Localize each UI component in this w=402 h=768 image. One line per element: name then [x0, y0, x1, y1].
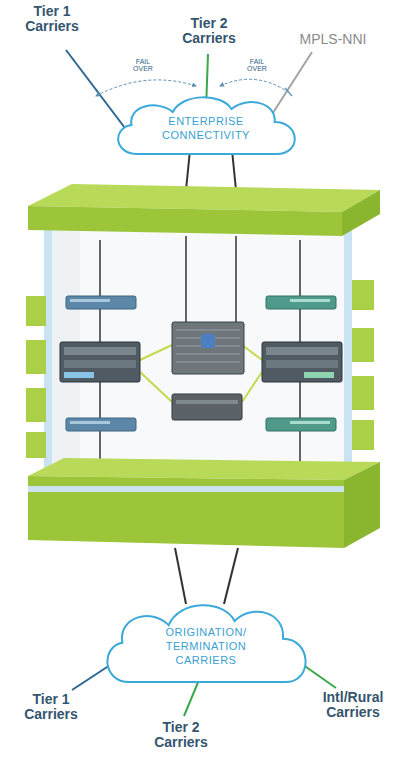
- cube-bottom-side: [344, 462, 380, 548]
- cloud-label: ORIGINATION/ TERMINATION CARRIERS: [147, 626, 265, 667]
- link-wire: [140, 372, 172, 402]
- switch: [266, 296, 336, 309]
- cloud-path: [107, 605, 305, 682]
- uplink-wire: [232, 150, 236, 190]
- cube-tabs: [26, 280, 374, 458]
- router-ports: [266, 347, 338, 355]
- carrier-label: Intl/Rural Carriers: [310, 690, 396, 721]
- cube-tab: [26, 388, 46, 422]
- rack-wire: [185, 236, 187, 330]
- router-ports: [266, 360, 338, 368]
- carrier-label: Tier 1 Carriers: [10, 692, 92, 723]
- router-ports: [64, 347, 136, 355]
- switch: [66, 418, 136, 431]
- cube-tab: [26, 296, 46, 326]
- cloud-path: [118, 97, 295, 154]
- storage-slot: [176, 400, 238, 404]
- network-label: MPLS-NNI: [278, 32, 388, 47]
- cube-tab: [352, 328, 374, 362]
- server-slots: [176, 330, 240, 362]
- failover-arc: [220, 79, 288, 92]
- cloud-enterprise: ENTERPRISE CONNECTIVITY: [108, 92, 304, 158]
- link-wire: [140, 345, 172, 360]
- cube-tab: [26, 432, 46, 458]
- illustration-stroke: [176, 362, 240, 363]
- switch-ports: [70, 421, 110, 424]
- tier1-leader: [66, 50, 128, 132]
- cloud-label: ENTERPRISE CONNECTIVITY: [156, 115, 256, 143]
- server: [172, 322, 244, 374]
- cube-top-side: [342, 190, 380, 236]
- rack-wire: [235, 236, 237, 330]
- cube-top-front: [28, 206, 342, 236]
- storage-unit: [172, 394, 242, 420]
- link-wire: [242, 372, 262, 402]
- uplink-wire: [186, 150, 190, 190]
- failover-label: FAIL OVER: [242, 58, 272, 73]
- link-wire: [242, 345, 262, 360]
- failover-stop: [285, 88, 292, 96]
- carrier-label: Tier 2 Carriers: [168, 16, 250, 47]
- router-leds: [304, 372, 334, 378]
- switch-ports: [290, 421, 330, 424]
- failover-label: FAIL OVER: [128, 58, 158, 73]
- cube-tab: [352, 420, 374, 450]
- switch: [66, 296, 136, 309]
- illustration-stroke: [176, 330, 240, 331]
- downlink-wire: [175, 548, 186, 604]
- cube-tab: [26, 340, 46, 374]
- carrier-label: Tier 1 Carriers: [14, 4, 90, 35]
- carrier-label: Tier 2 Carriers: [138, 720, 224, 751]
- router: [60, 342, 140, 382]
- switch-ports: [290, 299, 330, 302]
- cube-tab: [352, 280, 374, 310]
- router-ports: [64, 360, 136, 368]
- cube-bottom-trim: [28, 486, 344, 492]
- cube-pillar: [344, 222, 352, 472]
- switch-ports: [70, 299, 110, 302]
- switch: [266, 418, 336, 431]
- router: [262, 342, 342, 382]
- cube-tab: [352, 376, 374, 410]
- server-logo: [201, 334, 215, 348]
- illustration-stroke: [176, 354, 240, 355]
- cloud-origination: ORIGINATION/ TERMINATION CARRIERS: [96, 598, 316, 688]
- cube-interior: [48, 222, 348, 472]
- failover-arc: [96, 80, 196, 96]
- downlink-wire: [224, 548, 238, 604]
- cube-bottom-front: [28, 476, 344, 548]
- router-leds: [64, 372, 94, 378]
